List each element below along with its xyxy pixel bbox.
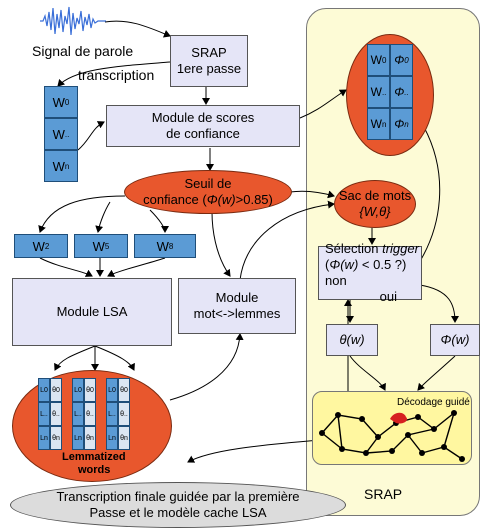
lemma-cell: L0	[38, 378, 50, 402]
lemma-module-box: Module mot<->lemmes	[178, 278, 296, 334]
lemma-cell: L..	[38, 402, 50, 426]
lemmatized-label-2: words	[78, 464, 111, 476]
lemma-cell: L0	[72, 378, 84, 402]
theta-w-box: θ(w)	[326, 324, 378, 356]
srap-first-pass-title: SRAP	[191, 45, 227, 60]
final-transcription-line-1: Transcription finale guidée par la premi…	[56, 489, 300, 504]
lemma-cell: Ln	[72, 426, 84, 450]
signal-label: Signal de parole	[32, 43, 134, 59]
lemma-cell: Ln	[106, 426, 118, 450]
confidence-module-box: Module de scores de confiance	[106, 105, 300, 147]
theta-cell: θn	[84, 426, 96, 450]
word-cell: W..	[44, 118, 78, 150]
theta-cell: θ0	[118, 378, 130, 402]
word-cell: W..	[367, 76, 390, 108]
lemma-columns: L0 L.. Ln θ0 θ.. θn L0 L.. Ln θ0 θ.. θn …	[38, 378, 168, 450]
confidence-threshold-ellipse: Seuil de confiance (Φ(w)>0.85)	[124, 170, 292, 214]
theta-cell: θ..	[50, 402, 62, 426]
guided-decoding-label: Décodage guidé	[397, 397, 470, 408]
theta-cell: θn	[50, 426, 62, 450]
lemmatized-label-1: Lemmatized	[62, 451, 126, 463]
final-transcription-ellipse: Transcription finale guidée par la premi…	[10, 482, 346, 528]
lemma-cell: L..	[106, 402, 118, 426]
srap-first-pass-box: SRAP 1ere passe	[170, 35, 248, 87]
decoding-graph	[319, 410, 465, 462]
lsa-module-box: Module LSA	[12, 278, 172, 346]
srap-first-pass-subtitle: 1ere passe	[176, 61, 242, 76]
phi-cell: Φ..	[390, 76, 413, 108]
lemma-cell: Ln	[38, 426, 50, 450]
transcription-label: transcription	[78, 67, 155, 83]
theta-cell: θ0	[50, 378, 62, 402]
phi-w-box: Φ(w)	[430, 324, 480, 356]
trigger-selection-box: Sélection trigger (Φ(w) < 0.5 ?) non oui	[318, 241, 422, 304]
theta-cell: θ..	[118, 402, 130, 426]
lemma-cell: L0	[106, 378, 118, 402]
theta-cell: θ0	[84, 378, 96, 402]
final-transcription-line-2: Passe et le modèle cache LSA	[89, 505, 267, 520]
theta-cell: θ..	[84, 402, 96, 426]
bag-of-words-ellipse: Sac de mots {W,θ}	[334, 180, 416, 228]
theta-cell: θn	[118, 426, 130, 450]
lemma-cell: L..	[72, 402, 84, 426]
waveform-icon	[40, 6, 106, 36]
srap-bottom-label: SRAP	[364, 486, 403, 502]
